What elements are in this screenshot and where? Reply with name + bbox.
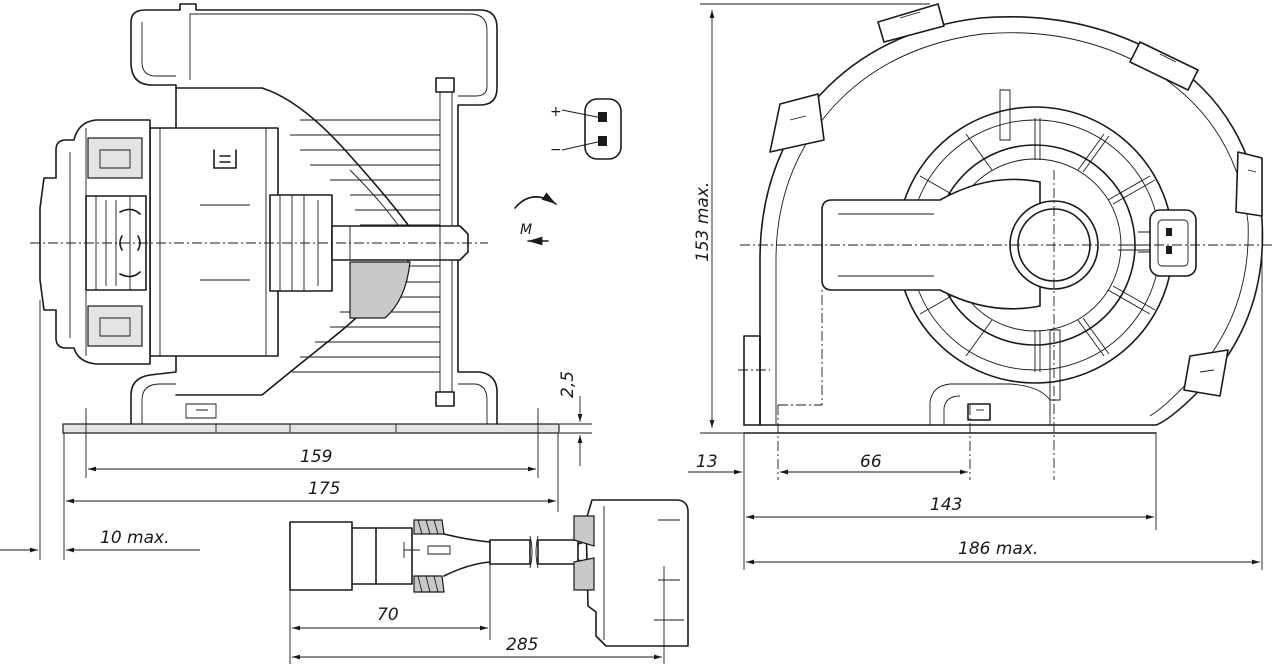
outlet-channel xyxy=(929,383,1051,425)
brush-holder-bottom xyxy=(87,305,143,347)
dim-13: 13 xyxy=(696,452,718,472)
connector-pinout: + − xyxy=(550,98,622,160)
front-connector xyxy=(1138,209,1197,277)
dim-153-max: 153 max. xyxy=(693,182,713,262)
dim-159: 159 xyxy=(300,447,332,467)
dim-70: 70 xyxy=(377,605,399,625)
dim-2-5: 2,5 xyxy=(558,371,578,398)
left-dimensions: 159 175 10 max. 2,5 xyxy=(0,300,592,560)
impeller-hub xyxy=(349,261,411,319)
dim-175: 175 xyxy=(308,479,340,499)
dim-66: 66 xyxy=(860,452,882,472)
motor-logo-icon xyxy=(213,149,237,169)
front-view xyxy=(738,3,1275,480)
dim-10-max: 10 max. xyxy=(100,528,169,548)
harness-dimensions: 70 285 xyxy=(289,564,665,664)
plus-label: + xyxy=(550,104,562,120)
mounting-tabs xyxy=(769,3,1263,397)
base-plate xyxy=(62,423,560,434)
right-dimensions: 153 max. 13 66 143 186 max. xyxy=(688,3,1263,570)
harness-plug xyxy=(289,521,353,591)
base-line xyxy=(743,424,1157,434)
dim-143: 143 xyxy=(930,495,962,515)
dim-186-max: 186 max. xyxy=(958,539,1038,559)
rotation-indicator: M xyxy=(514,192,557,246)
side-section-view xyxy=(30,3,560,434)
minus-label: − xyxy=(550,142,562,158)
cable-sheath-right xyxy=(537,539,579,565)
brush-holder-top xyxy=(87,137,143,179)
motor-connector xyxy=(585,499,689,647)
cable-sheath-left xyxy=(489,539,531,565)
motor-bracket xyxy=(821,178,1041,310)
wire-harness xyxy=(289,499,689,647)
dim-285: 285 xyxy=(506,635,538,655)
rotation-label: M xyxy=(520,222,532,238)
